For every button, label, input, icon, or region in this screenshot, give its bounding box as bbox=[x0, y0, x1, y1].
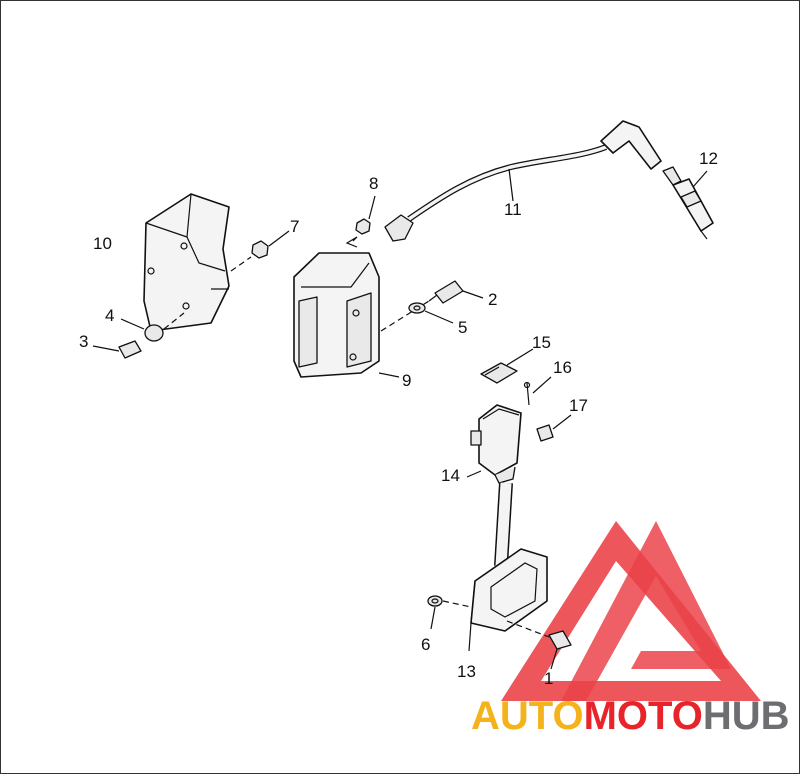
callout-10: 10 bbox=[93, 234, 112, 253]
nut-8 bbox=[345, 195, 376, 248]
callout-9: 9 bbox=[402, 371, 411, 390]
callout-1: 1 bbox=[544, 669, 553, 688]
callout-12: 12 bbox=[699, 149, 718, 168]
coil-bracket bbox=[143, 193, 230, 332]
callout-3: 3 bbox=[79, 332, 88, 351]
callout-labels: 1 2 3 4 5 6 7 8 9 10 11 12 13 14 15 16 1… bbox=[79, 149, 718, 688]
callout-16: 16 bbox=[553, 358, 572, 377]
callout-6: 6 bbox=[421, 635, 430, 654]
screw-3 bbox=[92, 340, 142, 359]
screw-17 bbox=[536, 414, 572, 442]
ignition-coil bbox=[293, 252, 400, 378]
callout-14: 14 bbox=[441, 466, 460, 485]
spark-plug bbox=[662, 166, 714, 240]
spark-plug-cable bbox=[384, 120, 662, 242]
watermark-logo bbox=[501, 521, 761, 701]
callout-8: 8 bbox=[369, 174, 378, 193]
callout-7: 7 bbox=[290, 217, 299, 236]
washer-5 bbox=[408, 302, 454, 324]
callout-17: 17 bbox=[569, 396, 588, 415]
screw-1 bbox=[506, 620, 572, 670]
callout-2: 2 bbox=[488, 290, 497, 309]
washer-6 bbox=[427, 595, 472, 630]
ignition-module bbox=[468, 482, 548, 652]
callout-11: 11 bbox=[504, 200, 522, 219]
callout-4: 4 bbox=[105, 306, 114, 325]
spacer-4 bbox=[120, 312, 185, 342]
callout-15: 15 bbox=[532, 333, 551, 352]
callout-13: 13 bbox=[457, 662, 476, 681]
wiring-connector bbox=[466, 404, 522, 484]
connector-latch bbox=[480, 348, 534, 384]
nut-7 bbox=[230, 230, 290, 272]
callout-5: 5 bbox=[458, 318, 467, 337]
pin-16 bbox=[523, 376, 552, 406]
screw-2 bbox=[380, 280, 484, 332]
watermark-text: AUTOMOTOHUB bbox=[471, 694, 790, 738]
